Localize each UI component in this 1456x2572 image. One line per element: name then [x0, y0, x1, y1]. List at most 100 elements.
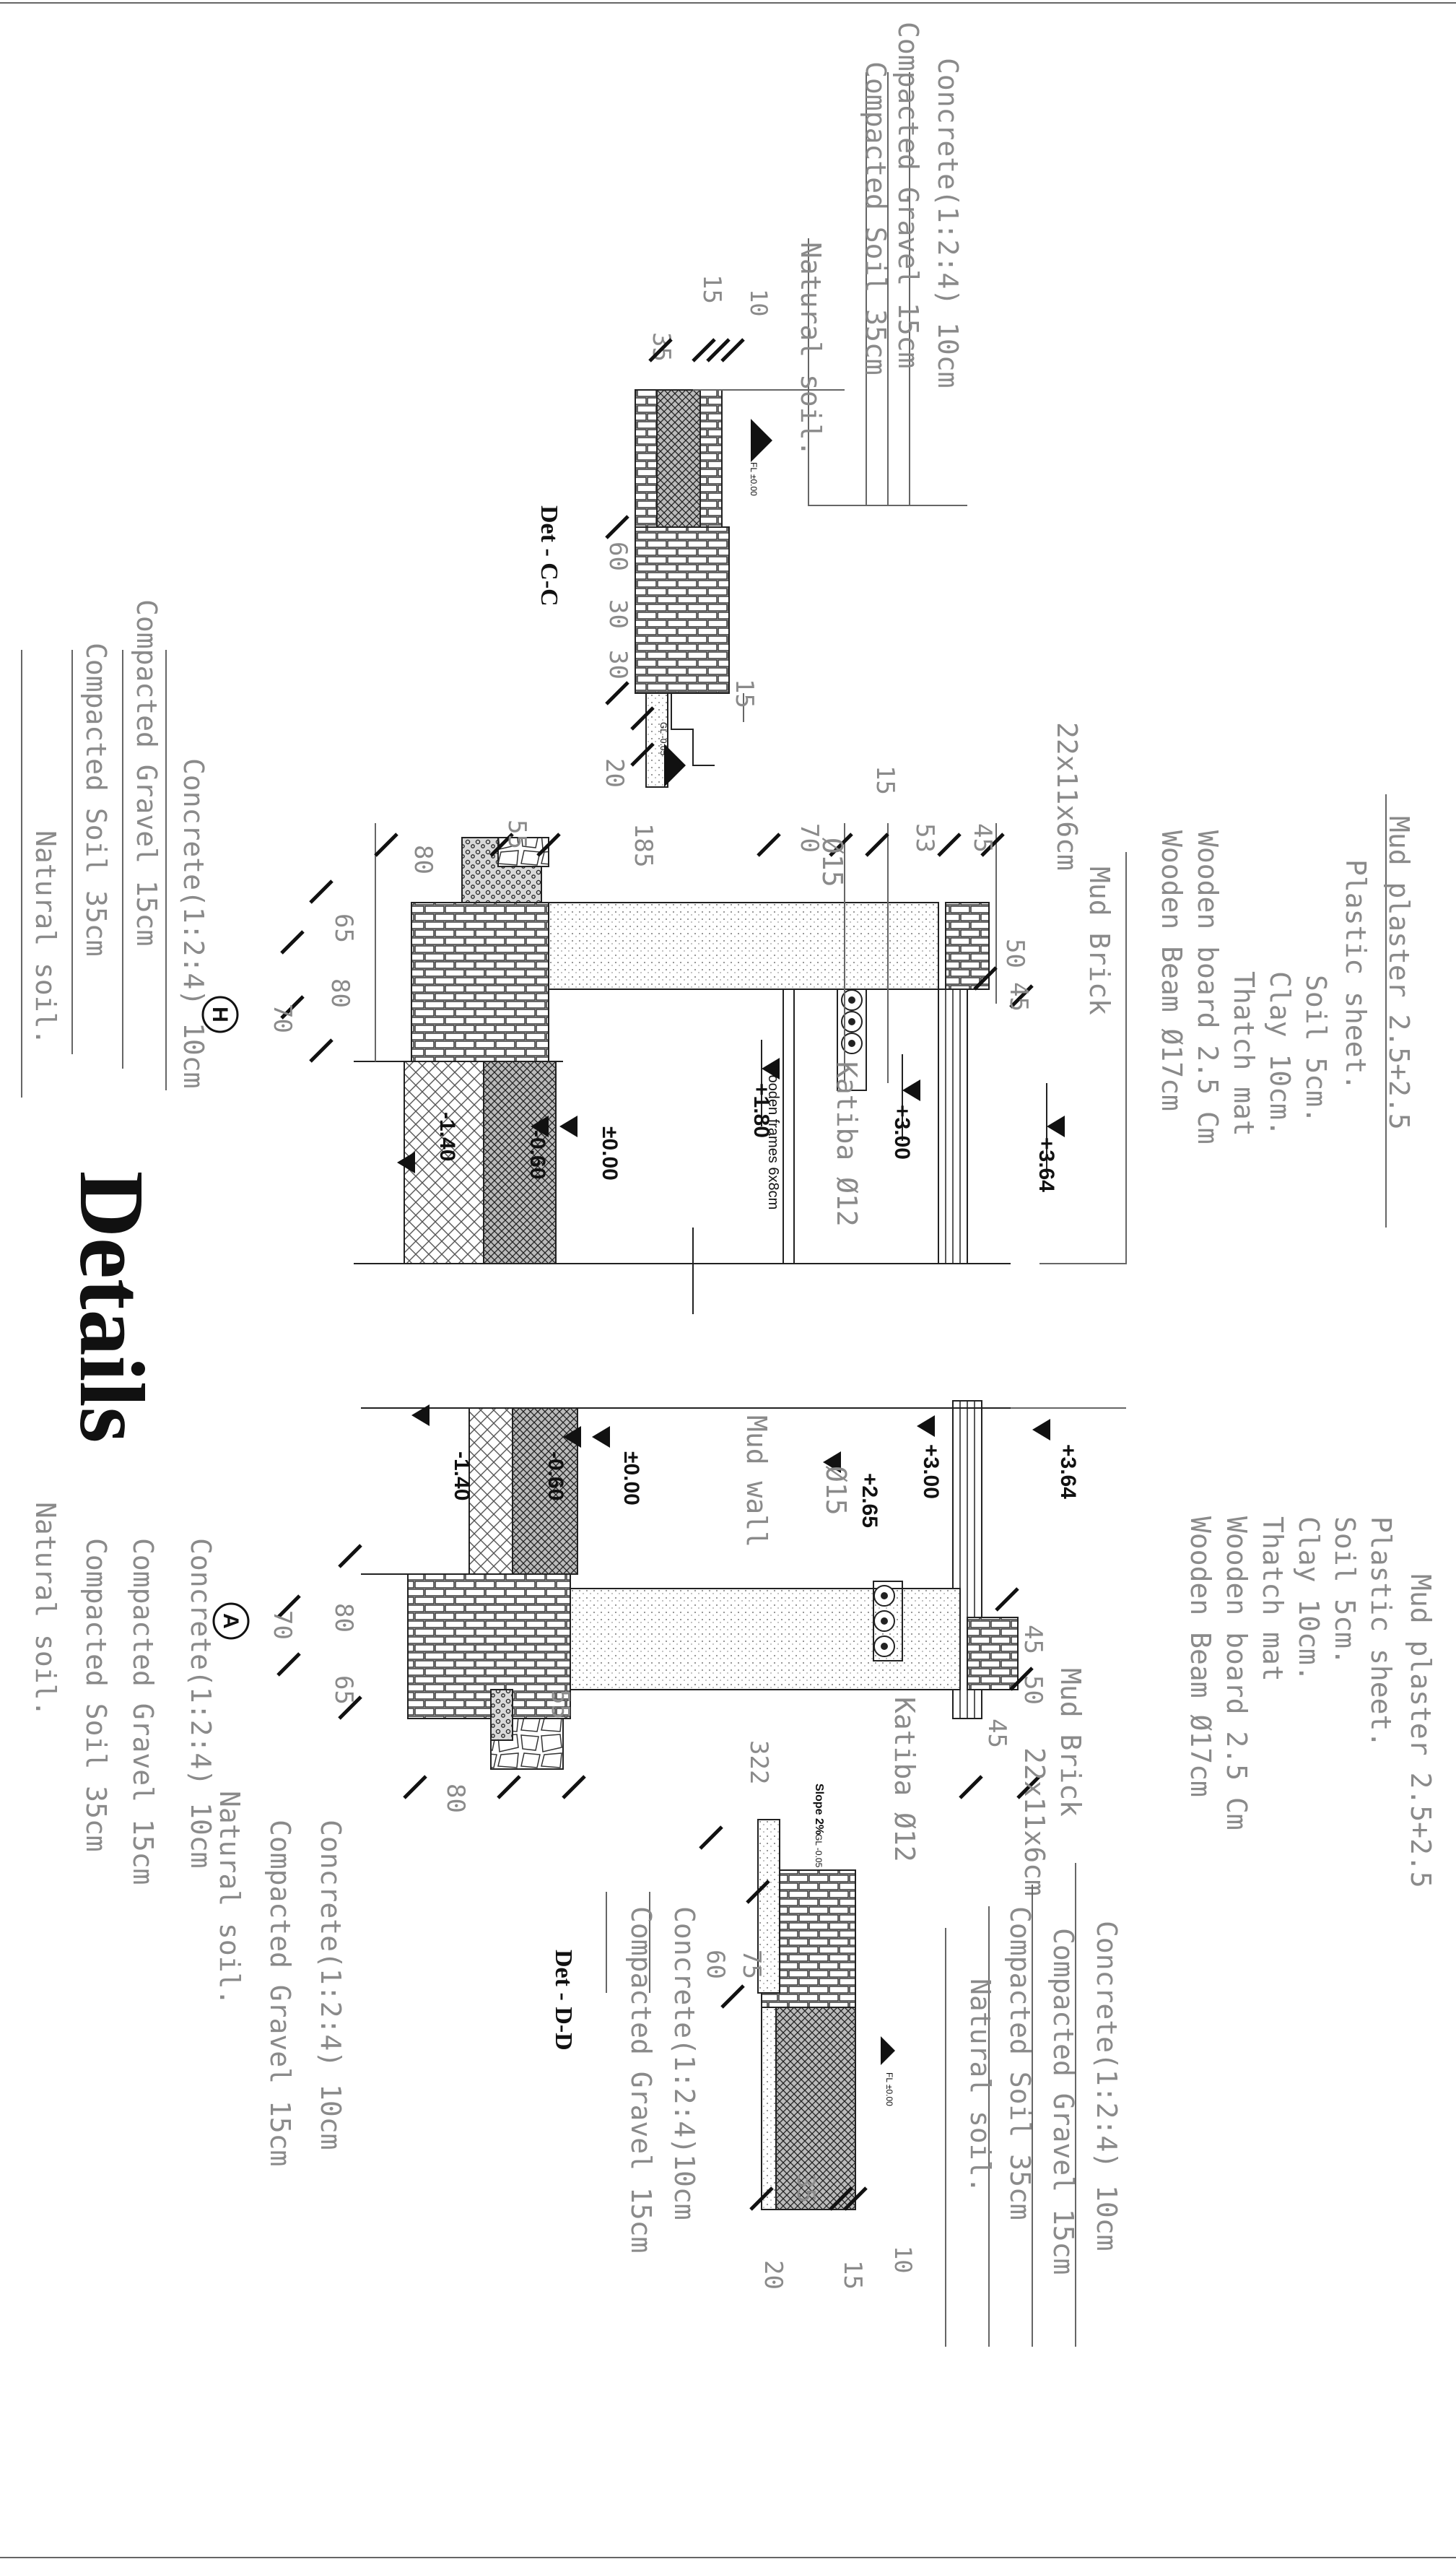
detail-dd-dim-0: 75 — [737, 1950, 766, 1979]
section-h-dim-found-2: 70 — [268, 1004, 297, 1033]
section-h-level-2: +1.80 — [749, 1083, 773, 1138]
detail-cc-dim-1: 10 — [745, 289, 772, 317]
roof-right-label-3: Clay 10cm. — [1293, 1516, 1325, 1682]
section-h-dim-6: 45 — [968, 823, 997, 853]
section-a-dim-top-1: 50 — [1019, 1675, 1047, 1705]
roof-left-label-3: Clay 10cm. — [1264, 971, 1296, 1137]
section-h-mud-wall — [548, 902, 939, 990]
detail-dd-fl-tag: FL ±0.00 — [884, 2072, 894, 2106]
section-h-dim-found-1: 80 — [326, 978, 354, 1008]
detail-dd-label-concrete-b: Concrete(1:2:4)10cm — [668, 1906, 700, 2220]
roof-right-label-1: Plastic sheet. — [1365, 1516, 1397, 1747]
roof-right-label-6: Wooden Beam Ø17cm — [1185, 1516, 1216, 1797]
section-a-level-3: ±0.00 — [619, 1451, 643, 1506]
detail-cc-dim-0: 15 — [697, 274, 726, 304]
roof-left-label-4: Thatch mat — [1228, 971, 1260, 1137]
section-h-dim-0: 80 — [409, 845, 437, 874]
section-a-level-2: +2.65 — [858, 1473, 881, 1528]
detail-cc-label-gravel: Compacted Gravel 15cm — [892, 22, 924, 368]
section-a-dim-top-0: 45 — [1019, 1625, 1047, 1654]
detail-dd-slope: Slope 2% — [813, 1784, 825, 1835]
roof-right-label-5: Wooden board 2.5 Cm — [1221, 1516, 1252, 1830]
roof-right-label-0: Mud plaster 2.5+2.5 — [1405, 1574, 1437, 1888]
section-h-level-1: +3.00 — [890, 1105, 914, 1160]
detail-cc-title: Det - C-C — [536, 505, 562, 607]
katiba-left-label: Katiba Ø12 — [831, 1061, 863, 1227]
section-h-marker-label: H — [208, 1007, 232, 1022]
section-a-level-1: +3.00 — [919, 1444, 943, 1499]
katiba-right-label: Katiba Ø12 — [889, 1697, 920, 1862]
detail-dd-label-natural: Natural soil. — [964, 1978, 996, 2193]
detail-cc-dim-6: 15 — [730, 679, 759, 708]
section-h-level-4: -0.60 — [526, 1130, 549, 1179]
section-h-level-3: ±0.00 — [598, 1126, 622, 1181]
section-h-dim-2: 185 — [629, 823, 658, 867]
dia-left-label: Ø15 — [816, 838, 848, 887]
section-a-dim-found-1: 70 — [268, 1610, 297, 1640]
foundation-left-label-2: Compacted Soil 35cm — [80, 643, 112, 957]
section-h-dim-1: 55 — [502, 820, 531, 849]
section-a-marker-label: A — [219, 1613, 243, 1629]
roof-right-label-2: Soil 5cm. — [1329, 1516, 1361, 1665]
section-a-parapet — [967, 1617, 1019, 1690]
foundation-a-inner-label-0: Concrete(1:2:4) 10cm — [315, 1820, 346, 2150]
section-h-footing — [411, 902, 549, 1062]
foundation-left-label-1: Compacted Gravel 15cm — [131, 599, 162, 946]
detail-dd-label-concrete: Concrete(1:2:4) 10cm — [1091, 1921, 1122, 2251]
detail-dd-group: 75 60 35 20 15 10 FL ±0.00 GL -0.05 Slop… — [550, 1784, 1122, 2347]
detail-cc-label-natural: Natural soil. — [795, 242, 827, 456]
roof-left-label-5: Wooden board 2.5 Cm — [1192, 830, 1224, 1144]
mud-brick-left-label: Mud Brick — [1084, 866, 1115, 1015]
detail-dd-gl-tag: GL -0.05 — [814, 1834, 824, 1868]
detail-dd-dim-4: 15 — [838, 2260, 867, 2290]
detail-dd-dim-5: 10 — [889, 2246, 917, 2274]
detail-cc-label-concrete: Concrete(1:2:4) 10cm — [932, 58, 964, 388]
detail-dd-label-gravel-b: Compacted Gravel 15cm — [625, 1906, 657, 2253]
detail-cc-label-soil: Compacted Soil 35cm — [860, 61, 892, 375]
detail-cc-dim-5: 30 — [603, 650, 632, 679]
detail-cc-dim-4: 30 — [603, 599, 632, 629]
mud-brick-right-size: 22x11x6cm — [1019, 1747, 1050, 1896]
mud-wall-label: Mud wall — [741, 1415, 772, 1547]
section-a-dim-found-2: 65 — [329, 1675, 358, 1705]
detail-dd-label-gravel: Compacted Gravel 15cm — [1047, 1928, 1079, 2275]
detail-cc-group: Concrete(1:2:4) 10cm Compacted Gravel 15… — [536, 22, 967, 788]
section-a-dim-1: 55 — [546, 1690, 575, 1719]
dia-right-label: Ø15 — [820, 1466, 852, 1516]
foundation-left-label-0: Concrete(1:2:4) 10cm — [178, 758, 209, 1089]
section-h-dim-found-0: 65 — [329, 913, 358, 943]
section-h-marker — [201, 996, 239, 1033]
foundation-a-inner-label-2: Natural soil. — [214, 1791, 245, 2005]
detail-cc-fl-tag: FL ±0.00 — [749, 462, 759, 496]
section-a-dim-found-0: 80 — [329, 1603, 358, 1633]
section-a-mud-wall — [570, 1588, 961, 1690]
foundation-a-inner-label-1: Compacted Gravel 15cm — [264, 1820, 296, 2166]
wooden-frames-label: Wooden frames 6x8cm — [765, 1061, 781, 1209]
section-a-dim-3: 45 — [982, 1719, 1011, 1748]
section-a-footing — [407, 1573, 571, 1719]
roof-right-label-4: Thatch mat — [1257, 1516, 1289, 1682]
detail-cc-dim-3: 60 — [603, 542, 632, 571]
detail-dd-label-soil: Compacted Soil 35cm — [1004, 1906, 1036, 2220]
mud-brick-right-label: Mud Brick — [1055, 1668, 1086, 1817]
section-a-dim-0: 80 — [441, 1784, 470, 1813]
detail-cc-step-block — [635, 526, 730, 694]
section-h-dim-5: 53 — [910, 823, 939, 853]
roof-left-label-0: Mud plaster 2.5+2.5 — [1383, 816, 1415, 1130]
section-a-level-5: -1.40 — [450, 1451, 474, 1500]
section-h-level-5: -1.40 — [435, 1112, 459, 1161]
foundation-right-label-3: Natural soil. — [30, 1502, 61, 1716]
foundation-left-label-3: Natural soil. — [30, 830, 61, 1045]
section-h-dim-top-1: 45 — [1004, 982, 1033, 1012]
section-h-level-0: +3.64 — [1034, 1137, 1058, 1192]
detail-dd-title: Det - D-D — [550, 1950, 577, 2051]
detail-dd-dim-3: 20 — [759, 2260, 788, 2290]
mud-brick-left-size: 22x11x6cm — [1051, 722, 1083, 871]
detail-dd-dim-1: 60 — [701, 1950, 730, 1979]
roof-left-label-6: Wooden Beam Ø17cm — [1156, 830, 1187, 1111]
roof-left-label-1: Plastic sheet. — [1340, 859, 1372, 1090]
section-a-dim-2: 322 — [744, 1740, 773, 1784]
roof-left-label-2: Soil 5cm. — [1300, 975, 1332, 1124]
section-h-dim-top-0: 50 — [1001, 939, 1029, 968]
